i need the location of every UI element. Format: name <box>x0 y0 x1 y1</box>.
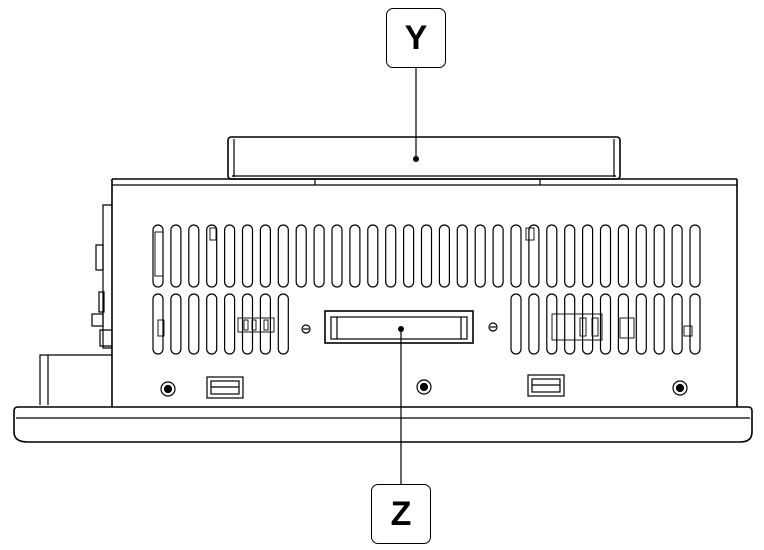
vent-slot-lower-15 <box>635 293 647 355</box>
vent-slot-upper-27 <box>635 224 647 288</box>
vent-slot-upper-11 <box>349 224 361 288</box>
vent-slot-lower-10 <box>546 293 558 355</box>
vent-slot-upper-0 <box>152 224 164 288</box>
vent-slot-lower-3 <box>206 293 218 355</box>
vent-slot-upper-1 <box>170 224 182 288</box>
vent-slot-upper-5 <box>241 224 254 288</box>
vent-slot-lower-6 <box>259 293 271 355</box>
vent-slot-upper-6 <box>259 224 271 288</box>
vent-slot-upper-4 <box>224 224 236 288</box>
callout-z: Z <box>371 484 431 544</box>
vent-slot-upper-21 <box>528 224 540 288</box>
vent-slot-upper-8 <box>295 224 307 288</box>
side-bracket <box>39 204 112 405</box>
vent-slot-upper-18 <box>474 224 486 288</box>
vent-slots-lower <box>152 293 701 355</box>
vent-slot-upper-23 <box>564 224 576 288</box>
vent-slot-upper-9 <box>313 224 325 288</box>
vent-slot-lower-4 <box>224 293 236 355</box>
vent-slot-lower-11 <box>564 293 576 355</box>
vent-slot-lower-9 <box>528 293 540 355</box>
vent-slots-upper <box>152 224 701 288</box>
vent-slot-lower-5 <box>241 293 254 355</box>
vent-slot-lower-16 <box>653 293 665 355</box>
vent-slot-upper-29 <box>671 224 683 288</box>
vent-slot-upper-2 <box>188 224 200 288</box>
screw-right <box>672 380 688 396</box>
housing-body <box>111 178 738 407</box>
vent-slot-upper-25 <box>599 224 612 288</box>
latch-right <box>527 374 565 397</box>
latch-left <box>206 376 244 399</box>
vent-slot-upper-22 <box>546 224 558 288</box>
vent-slot-upper-10 <box>331 224 343 288</box>
vent-slot-lower-13 <box>599 293 612 355</box>
vent-slot-upper-20 <box>510 224 522 288</box>
leader-dot-z <box>398 326 404 332</box>
vent-slot-lower-2 <box>188 293 200 355</box>
vent-slot-upper-24 <box>581 224 594 288</box>
top-cover <box>227 136 621 180</box>
leader-dot-y <box>413 156 419 162</box>
vent-slot-lower-12 <box>581 293 594 355</box>
vent-slot-upper-17 <box>456 224 468 288</box>
vent-slot-upper-15 <box>420 224 433 288</box>
vent-slot-lower-14 <box>617 293 630 355</box>
callout-y: Y <box>386 8 446 68</box>
callout-z-label: Z <box>390 494 412 533</box>
vent-slot-upper-13 <box>385 224 397 288</box>
vent-slot-lower-8 <box>510 293 522 355</box>
callout-y-label: Y <box>404 18 428 57</box>
vent-slot-lower-7 <box>277 293 289 355</box>
internal-components <box>154 227 693 341</box>
vent-slot-upper-14 <box>403 224 415 288</box>
screw-center <box>416 379 432 395</box>
screw-left <box>160 381 176 397</box>
vent-slot-upper-26 <box>617 224 630 288</box>
base-plate <box>13 406 753 443</box>
vent-slot-lower-1 <box>170 293 182 355</box>
vent-slot-upper-16 <box>438 224 450 288</box>
vent-slot-upper-7 <box>277 224 289 288</box>
leader-lines <box>398 68 419 484</box>
vent-slot-upper-30 <box>689 224 701 288</box>
screws <box>160 379 688 397</box>
vent-slot-lower-17 <box>671 293 683 355</box>
latch-clips <box>206 374 565 399</box>
card-slot <box>301 310 498 344</box>
vent-slot-lower-0 <box>152 293 164 355</box>
vent-slot-upper-19 <box>492 224 504 288</box>
vent-slot-upper-28 <box>653 224 665 288</box>
vent-slot-lower-18 <box>689 293 701 355</box>
vent-slot-upper-12 <box>367 224 379 288</box>
vent-slot-upper-3 <box>206 224 218 288</box>
